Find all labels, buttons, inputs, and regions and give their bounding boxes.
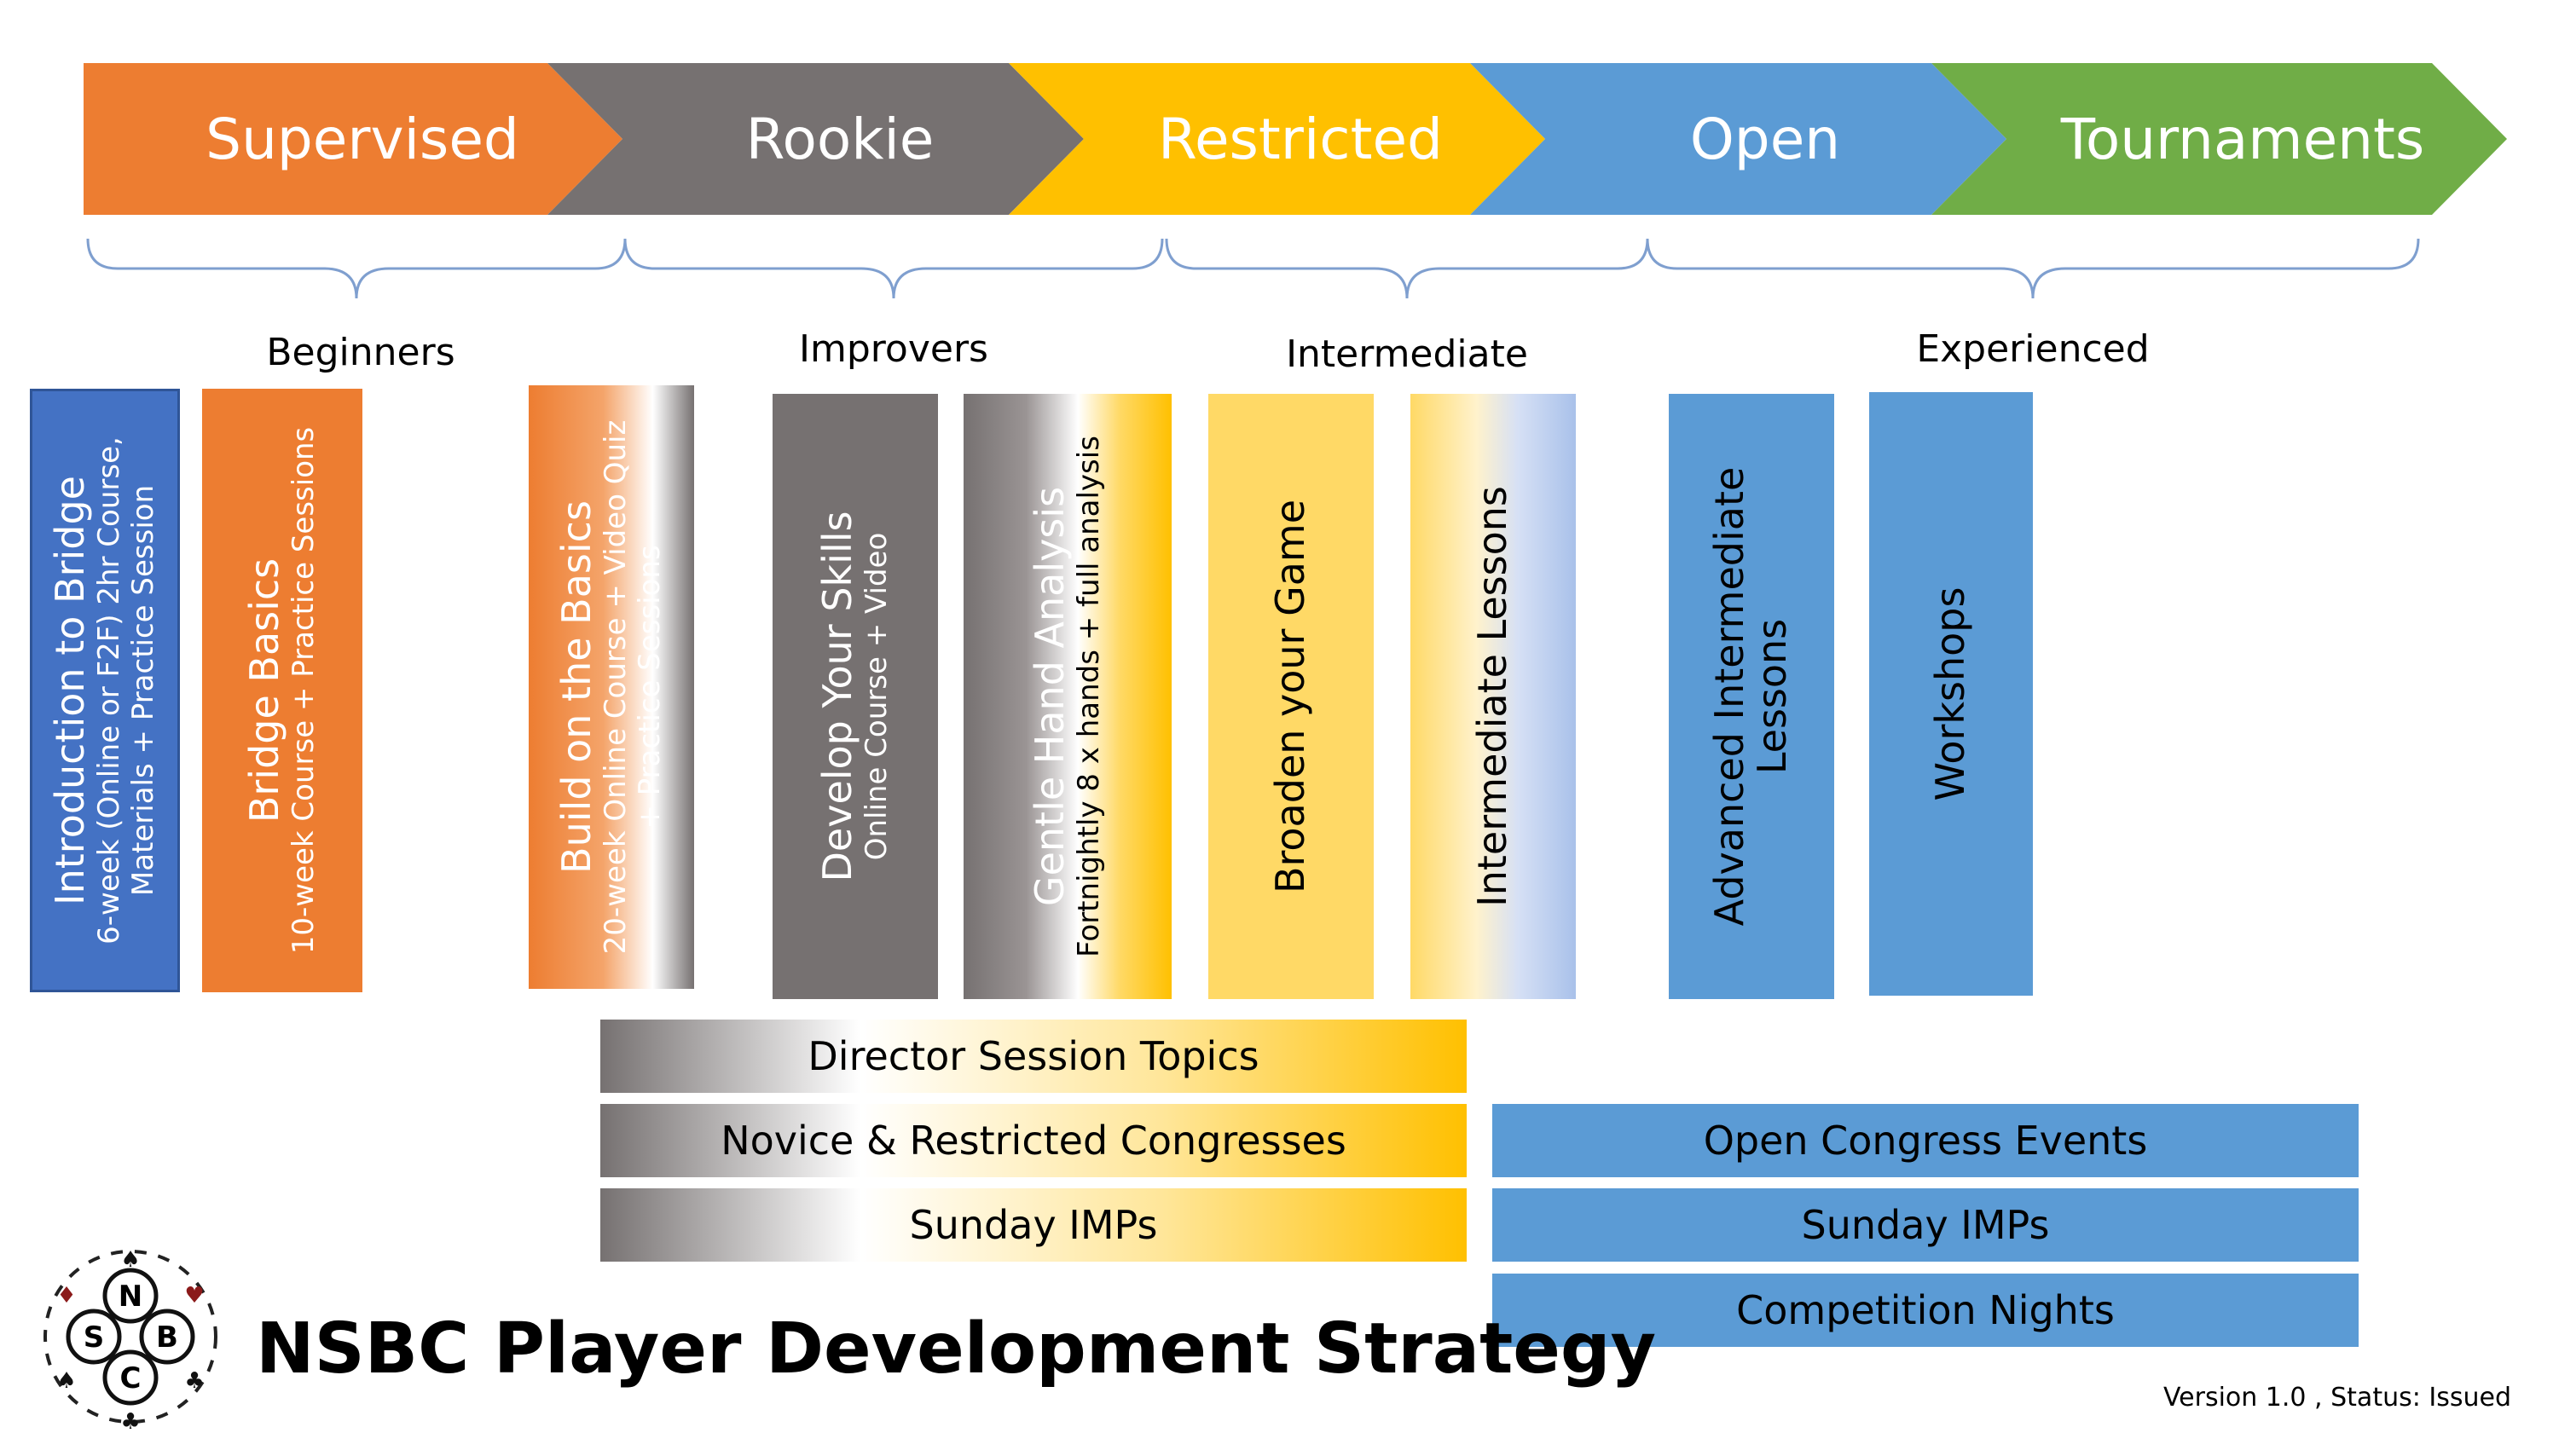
chevron-supervised xyxy=(84,63,622,215)
chevron-restricted xyxy=(1009,63,1545,215)
version-status: Version 1.0 , Status: Issued xyxy=(2162,1383,2511,1413)
course-broaden-your-game: Broaden your Game xyxy=(1208,394,1374,999)
chevron-label-tournaments: Tournaments xyxy=(2060,106,2425,172)
page-title: NSBC Player Development Strategy xyxy=(256,1309,1657,1390)
logo-letter-s: S xyxy=(84,1320,105,1355)
session-director-session-topics: Director Session Topics xyxy=(600,1020,1467,1093)
course-subtitle: 6-week (Online or F2F) 2hr Course, xyxy=(91,436,126,945)
logo-letter-b: B xyxy=(156,1320,178,1355)
spade-icon: ♠ xyxy=(56,1368,76,1394)
logo-letters: N S B C xyxy=(66,1268,195,1406)
course-title: Gentle Hand Analysis xyxy=(1027,486,1074,907)
group-label-improvers: Improvers xyxy=(799,327,988,371)
course-title: Develop Your Skills xyxy=(814,511,861,882)
course-subtitle: 20-week Online Course + Video Quiz xyxy=(598,419,633,955)
group-label-beginners: Beginners xyxy=(266,331,455,374)
diamond-icon: ♦ xyxy=(56,1283,76,1309)
course-advanced-intermediate-lessons: Advanced Intermediate Lessons xyxy=(1669,394,1834,999)
course-title: Advanced Intermediate xyxy=(1706,466,1753,927)
course-subtitle: Fortnightly 8 x hands + full analysis xyxy=(1071,436,1106,957)
chevron-label-open: Open xyxy=(1689,106,1841,172)
course-title: Workshops xyxy=(1927,586,1974,801)
group-braces xyxy=(86,238,2420,299)
spade-icon: ♠ xyxy=(120,1247,140,1273)
heart-icon: ♥ xyxy=(184,1283,204,1309)
session-open-congress-events: Open Congress Events xyxy=(1492,1104,2359,1177)
club-icon: ♣ xyxy=(120,1409,140,1435)
chevron-tournaments xyxy=(1931,63,2507,215)
course-subtitle: Materials + Practice Session xyxy=(125,484,160,897)
course-subtitle: 10-week Course + Practice Sessions xyxy=(286,426,321,955)
course-build-on-the-basics: Build on the Basics 20-week Online Cours… xyxy=(529,385,694,989)
course-bridge-basics: Bridge Basics 10-week Course + Practice … xyxy=(202,389,362,992)
course-title: Broaden your Game xyxy=(1267,499,1314,894)
chevron-label-rookie: Rookie xyxy=(745,106,935,172)
chevron-rookie xyxy=(547,63,1084,215)
brace-experienced xyxy=(1646,238,2420,299)
logo-letter-c: C xyxy=(120,1361,142,1395)
pathway-arrow xyxy=(84,63,2507,215)
brace-beginners xyxy=(86,238,627,299)
course-intermediate-lessons: Intermediate Lessons xyxy=(1410,394,1576,999)
course-title: Introduction to Bridge xyxy=(47,476,94,905)
course-title: Bridge Basics xyxy=(241,558,288,823)
group-label-experienced: Experienced xyxy=(1916,327,2150,371)
session-sunday-imps-left: Sunday IMPs xyxy=(600,1188,1467,1262)
session-novice-restricted-congresses: Novice & Restricted Congresses xyxy=(600,1104,1467,1177)
brace-improvers xyxy=(623,238,1164,299)
course-workshops: Workshops xyxy=(1869,392,2033,996)
course-develop-your-skills: Develop Your Skills Online Course + Vide… xyxy=(773,394,938,999)
course-subtitle: Online Course + Video xyxy=(859,532,894,861)
chevron-label-supervised: Supervised xyxy=(206,106,519,172)
brace-intermediate xyxy=(1165,238,1649,299)
course-gentle-hand-analysis: Gentle Hand Analysis Fortnightly 8 x han… xyxy=(964,394,1172,999)
nsbc-logo: ♠ ♥ ♦ ♣ ♠ ♣ N S B C xyxy=(43,1247,217,1435)
course-introduction-to-bridge: Introduction to Bridge 6-week (Online or… xyxy=(30,389,180,992)
session-competition-nights: Competition Nights xyxy=(1492,1274,2359,1347)
chevron-open xyxy=(1470,63,2006,215)
chevron-label-restricted: Restricted xyxy=(1158,106,1443,172)
card-suit-ring xyxy=(43,1250,217,1424)
session-sunday-imps-right: Sunday IMPs xyxy=(1492,1188,2359,1262)
course-title-line2: Lessons xyxy=(1749,618,1795,775)
club-icon: ♣ xyxy=(184,1368,204,1394)
course-title: Intermediate Lessons xyxy=(1469,486,1516,907)
course-title: Build on the Basics xyxy=(553,500,600,874)
logo-letter-n: N xyxy=(119,1280,142,1314)
group-label-intermediate: Intermediate xyxy=(1286,332,1528,376)
course-subtitle: + Practice Sessions xyxy=(632,545,667,829)
